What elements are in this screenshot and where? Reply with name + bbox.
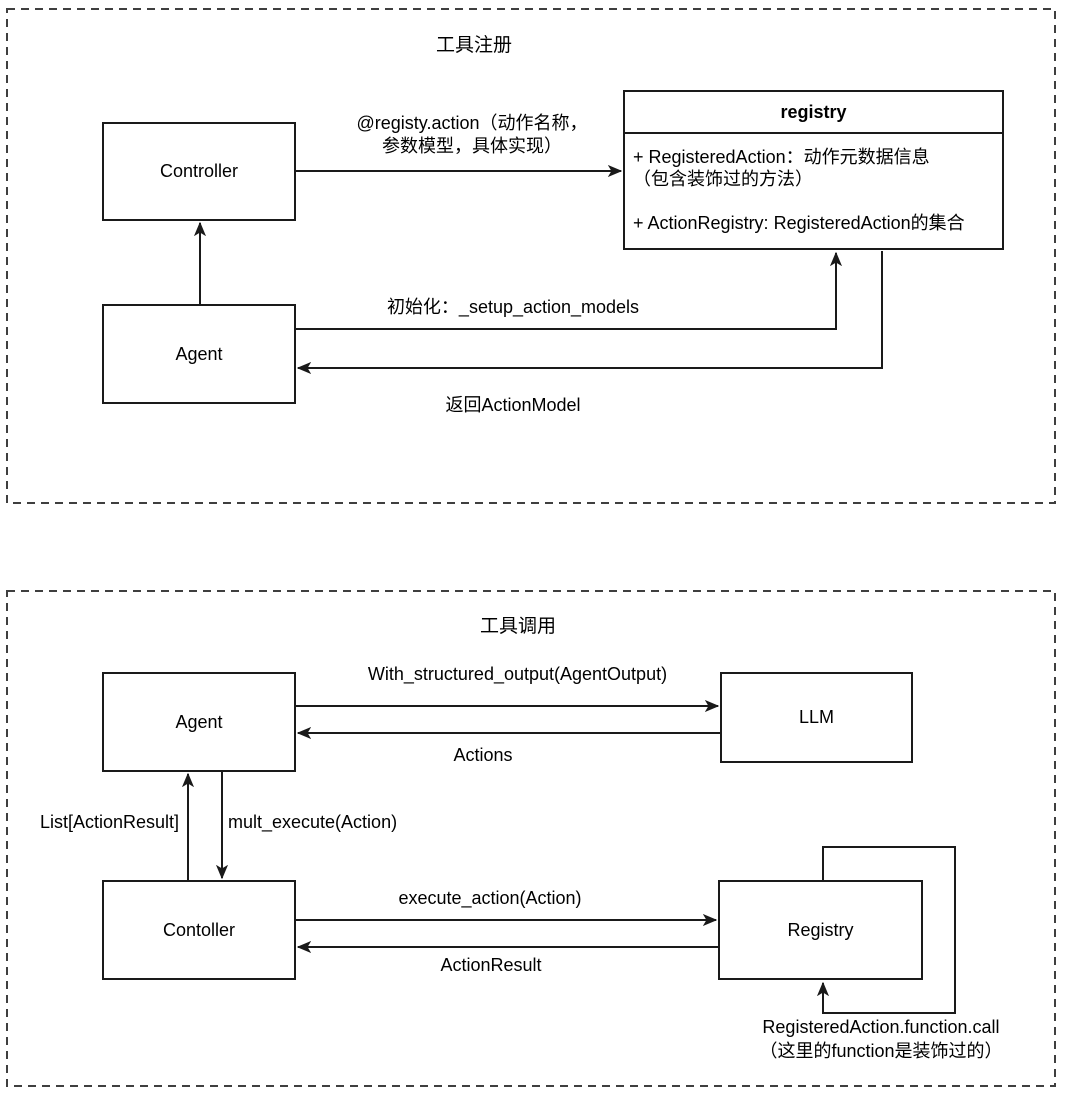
registry-attr-registered-action: + RegisteredAction：动作元数据信息	[633, 147, 930, 167]
section-title-invocation: 工具调用	[479, 616, 556, 637]
node-agent-invocation-label: Agent	[175, 711, 223, 732]
edge-label-structured-output: With_structured_output(AgentOutput)	[360, 663, 675, 686]
edge-label-actionresult: ActionResult	[341, 954, 641, 977]
node-agent-registration: Agent	[102, 304, 296, 404]
node-llm: LLM	[720, 672, 913, 763]
edge-label-self-call-line1: RegisteredAction.function.call	[762, 1017, 1000, 1037]
node-agent-invocation: Agent	[102, 672, 296, 772]
node-controller-label: Controller	[159, 161, 239, 181]
edge-label-register-action-line1: @registy.action（动作名称，	[356, 113, 588, 133]
edge-label-self-call-line2: （这里的function是装饰过的）	[759, 1041, 1003, 1061]
node-contoller-label: Contoller	[162, 919, 236, 940]
node-controller: Controller	[102, 122, 296, 221]
registry-class-body: + RegisteredAction：动作元数据信息 （包含装饰过的方法） + …	[625, 134, 1002, 234]
registry-attr-registered-action-note: （包含装饰过的方法）	[633, 169, 813, 189]
edge-label-return-actionmodel: 返回ActionModel	[363, 394, 663, 417]
edge-label-register-action: @registy.action（动作名称， 参数模型，具体实现）	[322, 112, 622, 158]
edge-label-register-action-line2: 参数模型，具体实现）	[382, 136, 562, 156]
node-agent-registration-label: Agent	[175, 343, 223, 364]
edge-label-execute-action: execute_action(Action)	[340, 887, 640, 910]
edge-label-self-call: RegisteredAction.function.call （这里的funct…	[726, 1015, 1036, 1063]
section-registration-border	[6, 8, 1056, 504]
node-registry-invocation: Registry	[718, 880, 923, 980]
edge-registry-return-to-agent	[298, 251, 883, 368]
node-registry-class: registry + RegisteredAction：动作元数据信息 （包含装…	[623, 90, 1004, 250]
edge-agent-init-to-registry	[296, 253, 836, 330]
node-contoller: Contoller	[102, 880, 296, 980]
edge-registry-self-loop	[823, 846, 956, 1014]
edge-label-mult-execute: mult_execute(Action)	[228, 811, 448, 834]
section-title-registration: 工具注册	[435, 35, 512, 56]
section-invocation-border	[6, 590, 1056, 1087]
node-llm-label: LLM	[798, 707, 834, 727]
edge-label-init: 初始化：_setup_action_models	[363, 296, 663, 319]
node-registry-invocation-label: Registry	[787, 919, 854, 940]
registry-attr-action-registry: + ActionRegistry: RegisteredAction的集合	[633, 213, 965, 233]
edge-label-list-actionresult: List[ActionResult]	[27, 811, 179, 834]
registry-class-title: registry	[625, 92, 1002, 134]
edge-label-actions: Actions	[333, 744, 633, 767]
